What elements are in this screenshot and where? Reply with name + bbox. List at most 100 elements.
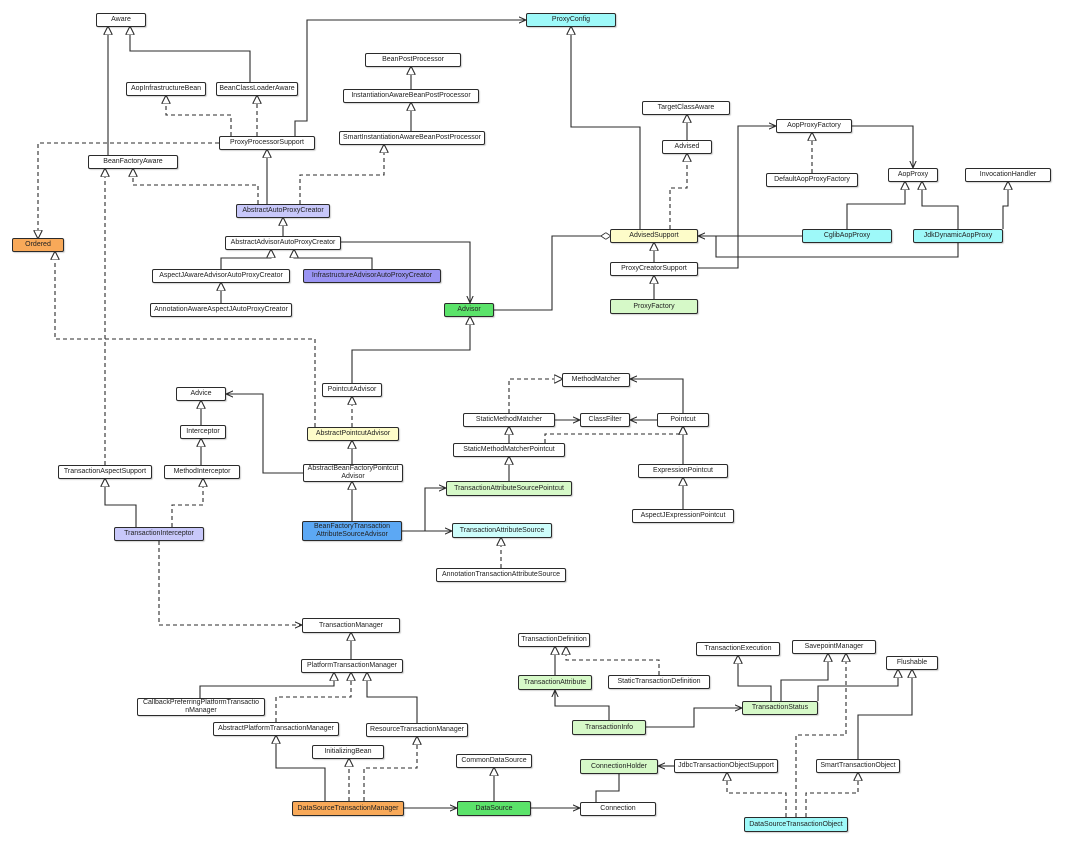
- node-connection: Connection: [580, 802, 656, 816]
- node-transaction-execution: TransactionExecution: [696, 642, 780, 656]
- node-advised: Advised: [662, 140, 712, 154]
- node-transaction-info: TransactionInfo: [572, 720, 646, 735]
- node-transaction-attribute: TransactionAttribute: [518, 675, 592, 690]
- node-initializing-bean: InitializingBean: [312, 745, 384, 759]
- node-aop-proxy: AopProxy: [888, 168, 938, 182]
- edge-static-method-matcher-to-method-matcher: [508, 379, 562, 413]
- node-common-data-source: CommonDataSource: [456, 754, 532, 768]
- edge-data-source-transaction-object-to-smart-transaction-object: [805, 773, 858, 817]
- edge-data-source-transaction-object-to-savepoint-manager: [795, 654, 846, 817]
- node-abstract-auto-proxy-creator: AbstractAutoProxyCreator: [236, 204, 330, 218]
- edge-connection-holder-to-connection: [595, 774, 620, 802]
- node-invocation-handler: InvocationHandler: [965, 168, 1051, 182]
- edge-transaction-status-to-flushable: [817, 670, 898, 701]
- edge-proxy-creator-support-to-aop-proxy-factory: [698, 126, 776, 269]
- node-data-source: DataSource: [457, 801, 531, 816]
- edge-abstract-pointcut-advisor-to-ordered: [55, 252, 316, 427]
- node-static-transaction-definition: StaticTransactionDefinition: [608, 675, 710, 689]
- edge-smart-transaction-object-to-flushable: [857, 670, 912, 759]
- node-aspectj-aware-advisor-apc: AspectJAwareAdvisorAutoProxyCreator: [152, 269, 290, 283]
- node-transaction-attribute-source-pointcut: TransactionAttributeSourcePointcut: [446, 481, 572, 496]
- edge-pointcut-advisor-to-advisor: [351, 317, 470, 383]
- edge-data-source-transaction-manager-to-abstract-platform-transaction-manager: [276, 736, 326, 801]
- node-ordered: Ordered: [12, 238, 64, 252]
- node-transaction-status: TransactionStatus: [742, 701, 818, 715]
- node-pointcut-advisor: PointcutAdvisor: [322, 383, 382, 397]
- node-target-class-aware: TargetClassAware: [642, 101, 730, 115]
- edge-static-transaction-definition-to-transaction-definition: [566, 647, 660, 675]
- node-annotation-transaction-attribute-source: AnnotationTransactionAttributeSource: [436, 568, 566, 582]
- edge-advised-support-to-proxy-config: [571, 27, 641, 229]
- node-bean-factory-aware: BeanFactoryAware: [88, 155, 178, 169]
- edge-aspectj-aware-advisor-apc-to-abstract-advisor-auto-proxy-creator: [220, 250, 271, 269]
- node-method-matcher: MethodMatcher: [562, 373, 630, 387]
- node-advised-support: AdvisedSupport: [610, 229, 698, 243]
- node-static-method-matcher-pointcut: StaticMethodMatcherPointcut: [453, 443, 565, 457]
- node-data-source-transaction-object: DataSourceTransactionObject: [744, 817, 848, 832]
- node-static-method-matcher: StaticMethodMatcher: [463, 413, 555, 427]
- node-method-interceptor: MethodInterceptor: [164, 465, 240, 479]
- edge-transaction-interceptor-to-method-interceptor: [171, 479, 203, 527]
- edge-infrastructure-advisor-apc-to-abstract-advisor-auto-proxy-creator: [294, 250, 373, 269]
- edge-transaction-interceptor-to-transaction-manager: [158, 541, 302, 625]
- edge-abstract-platform-transaction-manager-to-platform-transaction-manager: [275, 673, 351, 722]
- edge-proxy-processor-support-to-proxy-config: [294, 20, 526, 136]
- node-class-filter: ClassFilter: [580, 413, 630, 427]
- edge-static-method-matcher-pointcut-to-pointcut: [544, 427, 683, 443]
- node-abstract-bean-factory-pointcut-advisor: AbstractBeanFactoryPointcut Advisor: [303, 464, 403, 482]
- edge-abstract-advisor-auto-proxy-creator-to-advisor: [341, 241, 470, 303]
- node-advisor: Advisor: [444, 303, 494, 317]
- edge-callback-preferring-ptm-to-platform-transaction-manager: [199, 673, 334, 698]
- node-proxy-processor-support: ProxyProcessorSupport: [219, 136, 315, 150]
- node-proxy-config: ProxyConfig: [526, 13, 616, 27]
- node-smart-transaction-object: SmartTransactionObject: [816, 759, 900, 773]
- node-instantiation-aware-bpp: InstantiationAwareBeanPostProcessor: [343, 89, 479, 103]
- node-bean-class-loader-aware: BeanClassLoaderAware: [216, 82, 298, 96]
- node-expression-pointcut: ExpressionPointcut: [638, 464, 728, 478]
- edge-abstract-auto-proxy-creator-to-smart-instantiation-aware-bpp: [299, 145, 384, 204]
- node-callback-preferring-ptm: CallbackPreferringPlatformTransactio nMa…: [137, 698, 265, 716]
- edge-cglib-aop-proxy-to-aop-proxy: [846, 182, 905, 229]
- node-aware: Aware: [96, 13, 146, 27]
- edge-jdk-dynamic-aop-proxy-to-aop-proxy: [922, 182, 959, 229]
- node-data-source-transaction-manager: DataSourceTransactionManager: [292, 801, 404, 816]
- node-pointcut: Pointcut: [657, 413, 709, 427]
- edge-transaction-status-to-transaction-execution: [738, 656, 772, 701]
- node-cglib-aop-proxy: CglibAopProxy: [802, 229, 892, 243]
- edge-proxy-processor-support-to-aop-infrastructure-bean: [166, 96, 232, 136]
- edge-resource-transaction-manager-to-platform-transaction-manager: [367, 673, 418, 723]
- node-aop-infrastructure-bean: AopInfrastructureBean: [126, 82, 206, 96]
- node-default-aop-proxy-factory: DefaultAopProxyFactory: [766, 173, 858, 187]
- edge-advised-support-to-advised: [669, 154, 687, 229]
- node-advice: Advice: [176, 387, 226, 401]
- node-aop-proxy-factory: AopProxyFactory: [776, 119, 852, 133]
- node-connection-holder: ConnectionHolder: [580, 759, 658, 774]
- node-transaction-manager: TransactionManager: [302, 618, 400, 633]
- node-annotation-aware-aspectj-apc: AnnotationAwareAspectJAutoProxyCreator: [150, 303, 292, 317]
- node-infrastructure-advisor-apc: InfrastructureAdvisorAutoProxyCreator: [303, 269, 441, 283]
- node-transaction-attribute-source: TransactionAttributeSource: [452, 523, 552, 538]
- edge-transaction-interceptor-to-transaction-aspect-support: [105, 479, 137, 527]
- edge-bean-class-loader-aware-to-aware: [130, 27, 251, 82]
- node-jdbc-transaction-object-support: JdbcTransactionObjectSupport: [674, 759, 778, 773]
- node-flushable: Flushable: [886, 656, 938, 670]
- edge-bean-factory-transaction-attribute-source-advisor-to-transaction-attribute-source-pointcut: [402, 488, 446, 532]
- node-interceptor: Interceptor: [180, 425, 226, 439]
- node-transaction-definition: TransactionDefinition: [518, 633, 590, 647]
- node-transaction-aspect-support: TransactionAspectSupport: [58, 465, 152, 479]
- node-abstract-advisor-auto-proxy-creator: AbstractAdvisorAutoProxyCreator: [225, 236, 341, 250]
- node-transaction-interceptor: TransactionInterceptor: [114, 527, 204, 541]
- edge-jdk-dynamic-aop-proxy-to-invocation-handler: [1002, 182, 1008, 229]
- edge-transaction-status-to-savepoint-manager: [780, 654, 828, 701]
- node-savepoint-manager: SavepointManager: [792, 640, 876, 654]
- edge-transaction-info-to-transaction-status: [646, 708, 742, 728]
- node-bean-post-processor: BeanPostProcessor: [365, 53, 461, 67]
- node-jdk-dynamic-aop-proxy: JdkDynamicAopProxy: [913, 229, 1003, 243]
- node-abstract-platform-transaction-manager: AbstractPlatformTransactionManager: [213, 722, 339, 736]
- node-resource-transaction-manager: ResourceTransactionManager: [366, 723, 468, 737]
- edge-aop-proxy-factory-to-aop-proxy: [852, 125, 913, 168]
- edge-abstract-bean-factory-pointcut-advisor-to-advice: [226, 394, 303, 474]
- node-aspectj-expression-pointcut: AspectJExpressionPointcut: [632, 509, 734, 523]
